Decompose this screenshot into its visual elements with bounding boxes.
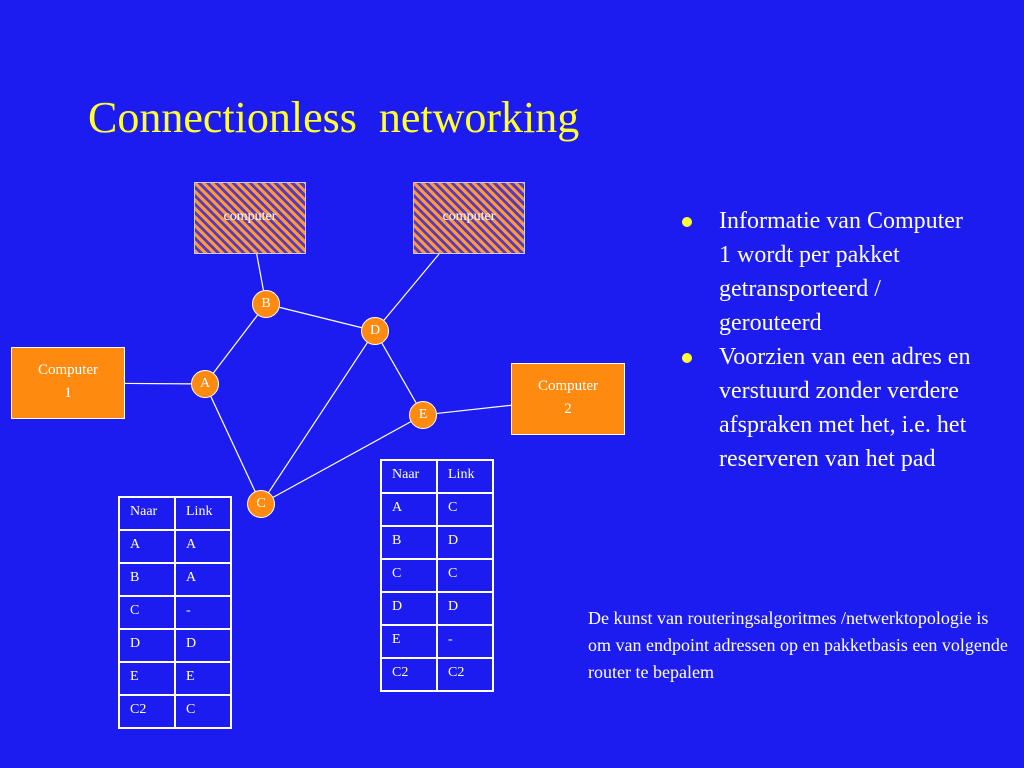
routing-table-right-cell-link: Link [436,459,494,494]
computer-1-box: Computer 1 [11,347,125,419]
routing-table-right-cell-link: C [436,558,494,593]
routing-table-left-cell-naar: E [118,661,176,696]
routing-table-left-cell-naar: B [118,562,176,597]
router-e: E [409,401,437,429]
link-E-computer-2 [436,404,512,415]
link-computer-top-right-D [383,253,440,321]
routing-table-right-cell-link: D [436,525,494,560]
computer-top-left-box: computer [194,182,306,254]
routing-table-left-cell-link: D [174,628,232,663]
routing-table-left-row: C- [118,595,232,630]
routing-table-right-cell-naar: C [380,558,438,593]
computer-top-right-box: computer [413,182,525,254]
routing-table-left-cell-naar: D [118,628,176,663]
computer-2-box: Computer 2 [511,363,625,435]
computer-top-right-label: computer [442,209,496,224]
routing-table-right-cell-naar: C2 [380,657,438,692]
slide-title: Connectionless networking [88,93,580,142]
routing-table-right-cell-link: C [436,492,494,527]
bullet-text: Informatie van Computer 1 wordt per pakk… [719,208,963,336]
routing-table-left-cell-link: E [174,661,232,696]
link-B-D [279,306,362,329]
routing-table-left-cell-link: - [174,595,232,630]
link-E-C [272,421,412,498]
routing-table-left-cell-naar: Naar [118,496,176,531]
router-a: A [191,370,219,398]
link-A-C [210,396,256,492]
routing-table-left-cell-naar: A [118,529,176,564]
computer-1-label-line2: 1 [64,385,72,401]
routing-table-right-cell-naar: Naar [380,459,438,494]
bullet-list: Informatie van Computer 1 wordt per pakk… [682,204,972,476]
routing-table-right-row: E- [380,624,494,659]
bullet-dot-icon [682,217,692,227]
routing-table-left-cell-link: C [174,694,232,729]
bullet-item: Informatie van Computer 1 wordt per pakk… [682,204,972,340]
computer-2-label-line1: Computer [538,378,598,394]
bullet-text: Voorzien van een adres en verstuurd zond… [719,344,971,472]
router-b: B [252,290,280,318]
link-A-B [213,314,258,374]
routing-table-left-cell-naar: C2 [118,694,176,729]
routing-table-right-cell-naar: E [380,624,438,659]
routing-table-right-cell-naar: D [380,591,438,626]
router-d: D [361,317,389,345]
footnote-text: De kunst van routeringsalgoritmes /netwe… [588,608,1008,682]
link-D-E [381,342,417,404]
link-D-C [268,342,368,493]
routing-table-right-cell-naar: A [380,492,438,527]
routing-table-right-cell-link: C2 [436,657,494,692]
routing-table-right-cell-link: - [436,624,494,659]
routing-table-left-cell-naar: C [118,595,176,630]
computer-2-label-line2: 2 [564,401,572,417]
routing-table-right-cell-link: D [436,591,494,626]
router-c: C [247,490,275,518]
routing-table-right-cell-naar: B [380,525,438,560]
routing-table-left-cell-link: A [174,529,232,564]
link-computer-top-left-B [256,253,265,291]
computer-1-label-line1: Computer [38,362,98,378]
bullet-dot-icon [682,353,692,363]
computer-top-left-label: computer [223,209,277,224]
bullet-item: Voorzien van een adres en verstuurd zond… [682,340,972,476]
routing-table-left-cell-link: A [174,562,232,597]
routing-table-left-cell-link: Link [174,496,232,531]
